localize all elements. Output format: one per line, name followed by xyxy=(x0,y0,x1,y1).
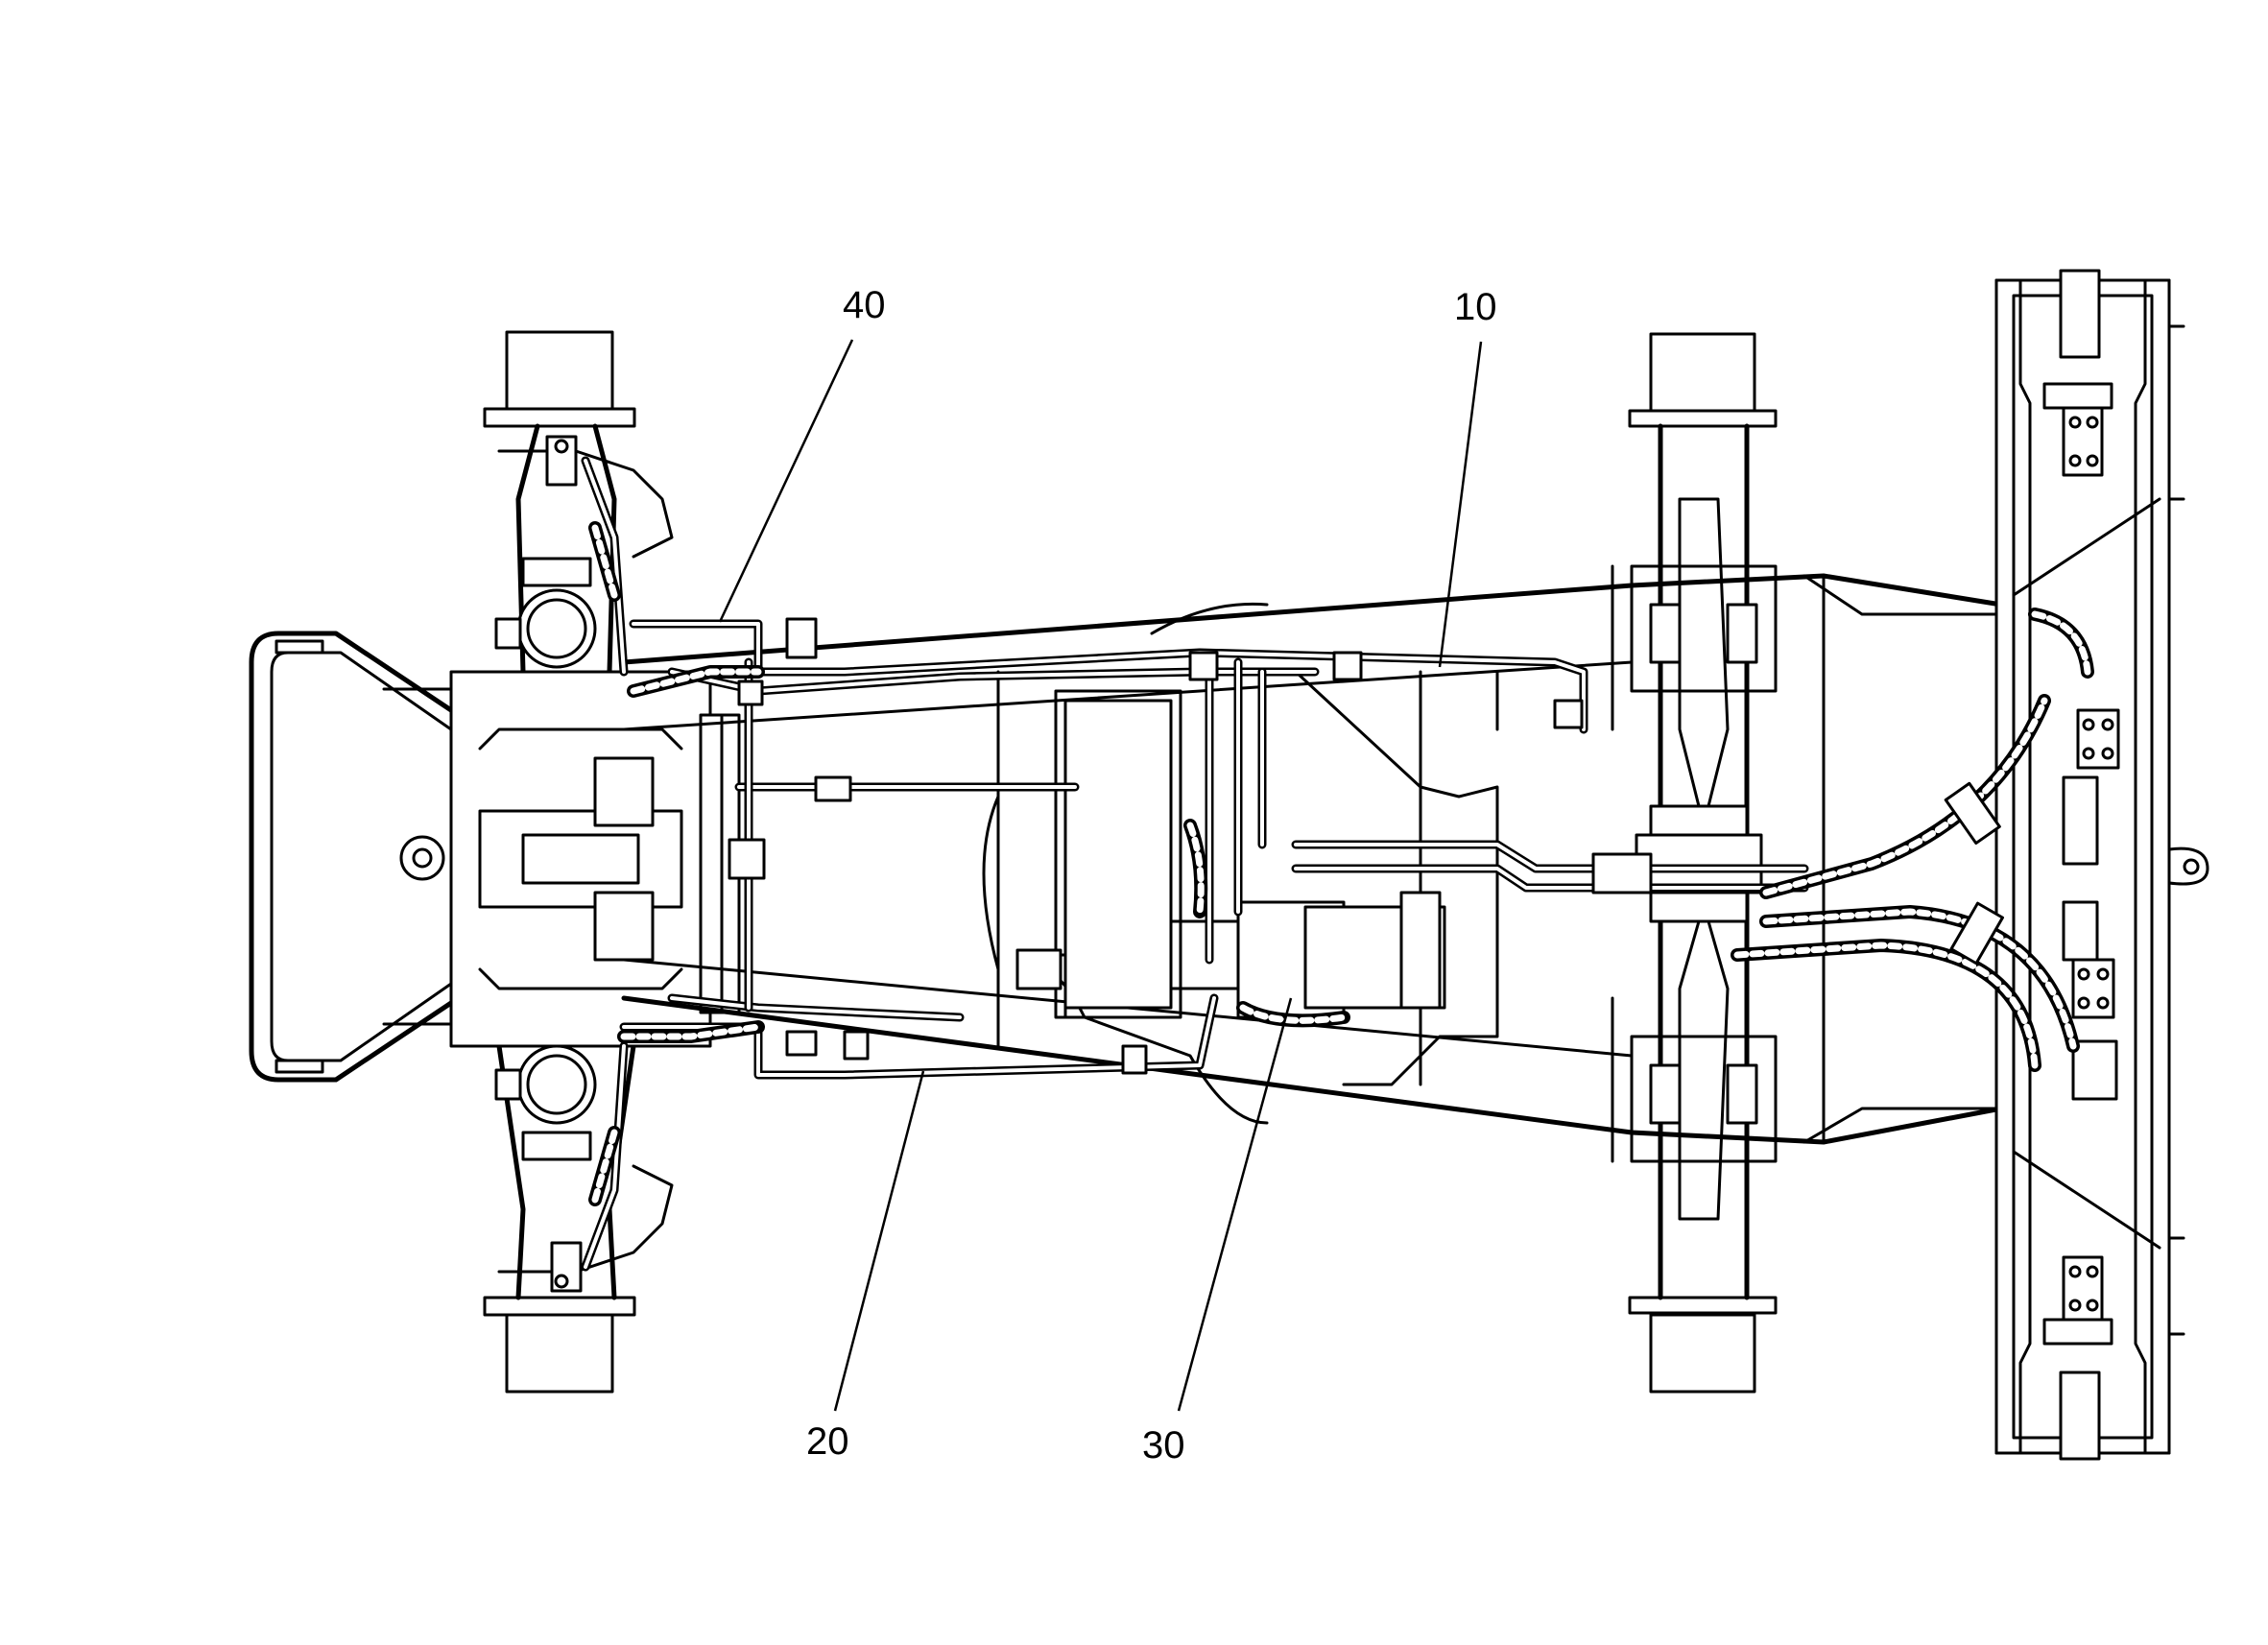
leader-40 xyxy=(718,339,854,623)
rear-axle xyxy=(1611,332,1778,1394)
leader-10 xyxy=(1438,341,1483,668)
aux-frame xyxy=(1994,269,2209,1461)
frame-rails xyxy=(621,573,2004,1145)
callout-label-40: 40 xyxy=(843,284,886,326)
leader-30 xyxy=(1177,997,1293,1412)
callout-leaders xyxy=(718,339,1483,1412)
callout-labels: 40 10 20 30 xyxy=(806,284,1497,1466)
tow-frame xyxy=(249,631,454,1083)
front-axle xyxy=(449,330,741,1394)
callout-label-30: 30 xyxy=(1142,1424,1185,1466)
callout-label-20: 20 xyxy=(806,1420,849,1463)
flexible-hoses xyxy=(588,521,2094,1206)
leader-20 xyxy=(833,1070,925,1412)
callout-label-10: 10 xyxy=(1454,286,1497,328)
